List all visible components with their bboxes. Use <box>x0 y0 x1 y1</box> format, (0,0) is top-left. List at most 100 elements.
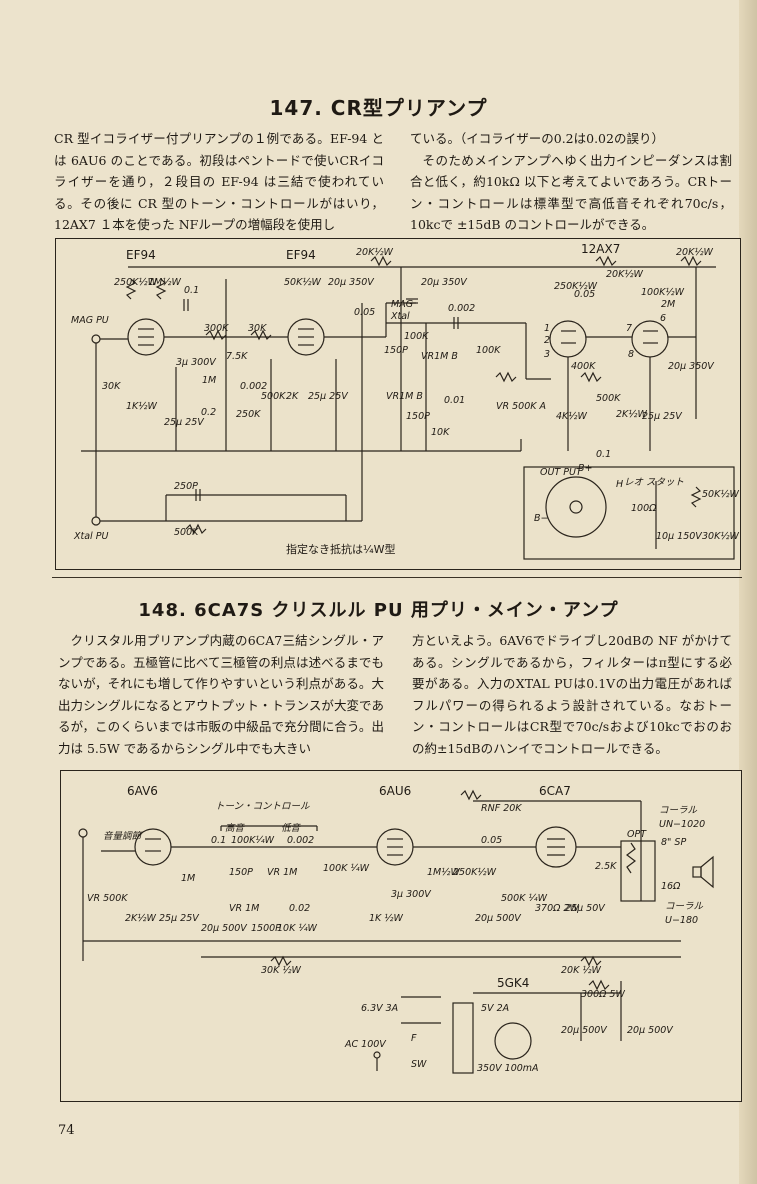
c-20u-500-d: 20μ 500V <box>627 1025 674 1036</box>
volume-label: 音量調節 <box>103 830 143 842</box>
r-250k: 250K <box>236 409 261 420</box>
schematic-148-drawing: 6AV6 6AU6 6CA7 5GK4 トーン・コントロール 高音 低音 音量調… <box>78 784 714 1074</box>
r-10k: 10K <box>431 427 450 438</box>
r-250k-half-b: 250K½W <box>554 281 598 292</box>
c-25u-25-c: 25μ 25V <box>642 411 683 422</box>
tube-6av6-label: 6AV6 <box>127 784 158 798</box>
c-0.1: 0.1 <box>184 285 199 296</box>
r-20k-half: 20K ½W <box>561 965 602 976</box>
section-147-left-text: CR 型イコライザー付プリアンプの１例である。EF-94 とは 6AU6 のこと… <box>54 131 384 232</box>
r-20k-half-b: 20K½W <box>606 269 644 280</box>
r-500k-quarter: 500K ¼W <box>501 893 548 904</box>
b-plus-label: B+ <box>578 463 592 474</box>
r-1m-half: 1M½W <box>427 867 460 878</box>
c-150p: 150P <box>229 867 253 878</box>
r-1m: 1M <box>202 375 216 386</box>
c-0.05: 0.05 <box>481 835 502 846</box>
r-10k-quarter: 10K ¼W <box>277 923 318 934</box>
c-3u-300: 3μ 300V <box>391 889 432 900</box>
c-20u-350-b: 20μ 350V <box>421 277 468 288</box>
c-0.002: 0.002 <box>287 835 314 846</box>
vr-500k-a: VR 500K A <box>496 401 546 412</box>
tube-ef94-2-label: EF94 <box>286 248 316 262</box>
r-30k-left: 30K <box>102 381 121 392</box>
impedance-2.5k: 2.5K <box>595 861 617 872</box>
mag-select-label: MAG <box>391 299 413 310</box>
r-1m: 1M <box>181 873 195 884</box>
vr-1m-b: VR 1M <box>229 903 259 914</box>
c-250p: 250P <box>174 481 198 492</box>
tube-ef94-1-label: EF94 <box>126 248 156 262</box>
tube-6ca7-label: 6CA7 <box>539 784 571 798</box>
coral-1-label: コーラル <box>659 805 698 816</box>
r-300k: 300K <box>204 323 229 334</box>
section-148-right-text: 方といえよう。6AV6でドライブし20dBの NF がかけてある。シングルである… <box>412 633 732 756</box>
c-0.2: 0.2 <box>201 407 216 418</box>
r-2m: 2M <box>661 299 675 310</box>
r-30k-half: 30K½W <box>702 531 740 542</box>
section-147-right-column: ている。（イコライザーの0.2は0.02の誤り） そのためメインアンプへゆく出力… <box>410 128 732 236</box>
xtal-pu-label: Xtal PU <box>73 531 108 542</box>
rheostat-label: レオ スタット <box>624 477 684 488</box>
r-2k: 2K <box>286 391 299 402</box>
section-148-right-column: 方といえよう。6AV6でドライブし20dBの NF がかけてある。シングルである… <box>412 630 732 759</box>
vr-1m-b-b: VR1M B <box>386 391 423 402</box>
c-0.05-b: 0.05 <box>574 289 595 300</box>
c-0.01: 0.01 <box>444 395 465 406</box>
r-2k-half: 2K½W <box>125 913 156 924</box>
r-400k: 400K <box>571 361 596 372</box>
tube-6au6-label: 6AU6 <box>379 784 411 798</box>
schematic-148: 6AV6 6AU6 6CA7 5GK4 トーン・コントロール 高音 低音 音量調… <box>60 770 742 1102</box>
schematic-147-drawing: EF94 EF94 12AX7 MAG PU Xtal PU MAG Xtal … <box>71 242 740 560</box>
r-100k-b: 100K <box>476 345 501 356</box>
r-7.5k: 7.5K <box>226 351 248 362</box>
c-20u-500-c: 20μ 500V <box>561 1025 608 1036</box>
r-30k: 30K <box>248 323 267 334</box>
coral-1-model: UN−1020 <box>659 819 705 830</box>
switch-label: SW <box>411 1059 427 1070</box>
pin-1: 1 <box>544 323 550 334</box>
page-spine <box>739 0 757 1184</box>
treble-label: 高音 <box>225 822 246 834</box>
fuse-label: F <box>411 1033 417 1044</box>
section-147-left-column: CR 型イコライザー付プリアンプの１例である。EF-94 とは 6AU6 のこと… <box>54 128 384 236</box>
r-30k-half: 30K ½W <box>261 965 302 976</box>
c-0.002-b: 0.002 <box>448 303 475 314</box>
ac-input-label: AC 100V <box>344 1039 387 1050</box>
r-1m-half: 1M½W <box>148 277 181 288</box>
section-148-title: 148. 6CA7S クリスルル PU 用プリ・メイン・アンプ <box>138 600 619 621</box>
c-0.02: 0.02 <box>289 903 310 914</box>
c-10u-150: 10μ 150V <box>656 531 703 542</box>
output-label: OUT PUT <box>540 467 583 478</box>
section-147-title: 147. CR型プリアンプ <box>269 96 488 120</box>
c-1500p: 1500P <box>251 923 281 934</box>
r-500k-c: 500K <box>174 527 199 538</box>
c-0.05: 0.05 <box>354 307 375 318</box>
r-100k-quarter: 100K¼W <box>231 835 275 846</box>
r-100k-half: 100K½W <box>641 287 685 298</box>
r-50k-half: 50K½W <box>284 277 322 288</box>
r-4k-half: 4K½W <box>556 411 587 422</box>
c-20u-350-c: 20μ 350V <box>668 361 715 372</box>
section-148-left-text: クリスタル用プリアンプ内蔵の6CA7三結シングル・アンプである。五極管に比べて三… <box>58 633 384 756</box>
coral-2-label: コーラル <box>665 901 704 912</box>
c-3u-300: 3μ 300V <box>176 357 217 368</box>
tube-5gk4-label: 5GK4 <box>497 976 529 990</box>
c-20u-350-a: 20μ 350V <box>328 277 375 288</box>
r-nf-20k: RNF 20K <box>481 803 522 814</box>
ht-label: 350V 100mA <box>477 1063 539 1074</box>
c-150p-a: 150P <box>384 345 408 356</box>
page-number: 74 <box>58 1123 75 1138</box>
c-20u-500-b: 20μ 500V <box>475 913 522 924</box>
r-500k-b: 500K <box>596 393 621 404</box>
opt-label: OPT <box>627 829 647 840</box>
r-1k-half: 1K ½W <box>369 913 404 924</box>
schematic-147-note: 指定なき抵抗は¼W型 <box>286 542 396 556</box>
section-147-right-text-1: ている。（イコライザーの0.2は0.02の誤り） <box>410 131 664 146</box>
speaker-label: 8" SP <box>661 837 686 848</box>
tone-control-label: トーン・コントロール <box>215 801 310 812</box>
c-25u-25: 25μ 25V <box>159 913 200 924</box>
pin-7: 7 <box>626 323 632 334</box>
c-0.1-b: 0.1 <box>596 449 611 460</box>
